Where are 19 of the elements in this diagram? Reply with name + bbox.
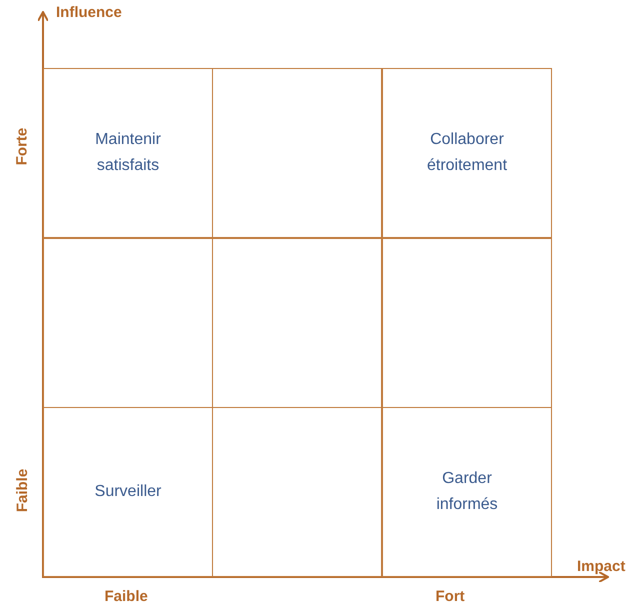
- axis-tick-label: Fort: [436, 588, 465, 604]
- grid-cell: [43, 238, 213, 408]
- grid-cell: [212, 407, 382, 577]
- grid-cell: [43, 68, 213, 238]
- quadrant-label: Garder informés: [435, 469, 499, 515]
- grid-cell: [212, 238, 382, 408]
- axis-tick-label: Faible: [14, 468, 31, 512]
- quadrant-label: Surveiller: [94, 482, 162, 502]
- quadrant-label: Maintenir satisfaits: [94, 130, 162, 176]
- grid-cell: [382, 238, 552, 408]
- grid-cell: [382, 407, 552, 577]
- quadrant-label: Collaborer étroitement: [426, 130, 508, 176]
- grid-cell: [43, 407, 213, 577]
- axis-tick-label: Forte: [13, 127, 30, 165]
- grid-cell: [382, 68, 552, 238]
- axis-tick-label: Faible: [104, 588, 148, 604]
- axis-title: Influence: [56, 4, 122, 20]
- axis-title: Impact: [577, 558, 626, 574]
- grid-cell: [212, 68, 382, 238]
